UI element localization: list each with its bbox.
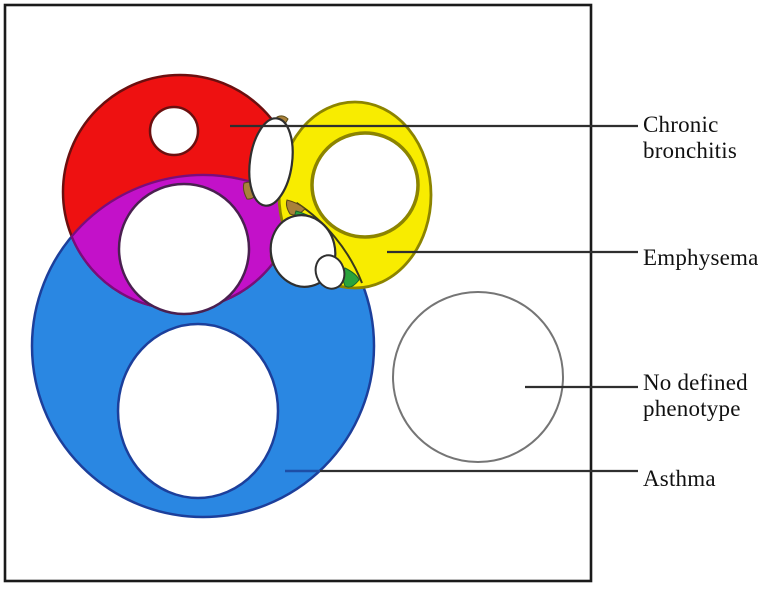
inner-white-circle-chronic-bronchitis (148, 105, 200, 157)
label-chronic-bronchitis: Chronic bronchitis (643, 112, 737, 163)
white-oval-central-1 (248, 117, 294, 207)
inner-white-circle-asthma (116, 322, 280, 500)
white-oval-central-3 (314, 254, 346, 290)
label-no-defined-phenotype: No defined phenotype (643, 370, 748, 421)
no-defined-phenotype-circle (392, 291, 564, 463)
label-emphysema: Emphysema (643, 245, 759, 270)
label-asthma: Asthma (643, 466, 716, 491)
inner-white-circle-emphysema (310, 131, 420, 239)
inner-white-circle-cb-asthma (117, 182, 251, 316)
